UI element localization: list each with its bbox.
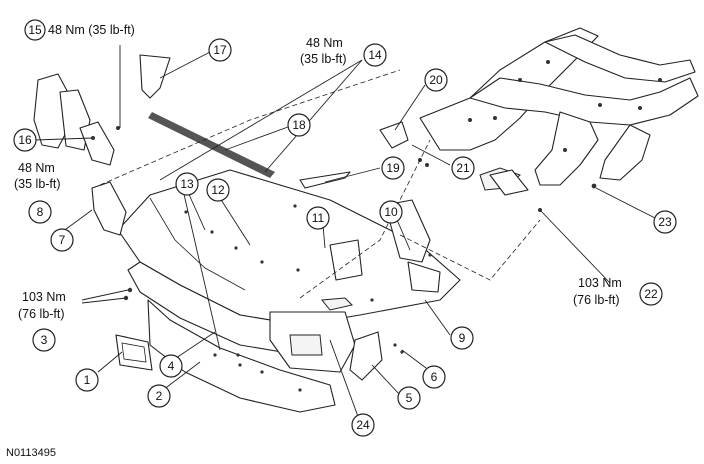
svg-text:14: 14: [368, 48, 382, 62]
callout-23: 23: [653, 210, 677, 234]
figure-code: N0113495: [6, 447, 56, 459]
svg-text:20: 20: [429, 73, 443, 87]
svg-text:16: 16: [18, 133, 32, 147]
torque-spec-22-line2: (76 lb-ft): [573, 293, 620, 307]
torque-spec-14-line2: (35 lb-ft): [300, 52, 347, 66]
svg-text:22: 22: [644, 287, 658, 301]
svg-text:6: 6: [431, 370, 438, 384]
callout-24: 24: [351, 413, 375, 437]
svg-text:12: 12: [211, 183, 225, 197]
callout-15: 15: [24, 19, 46, 41]
callout-7: 7: [50, 228, 74, 252]
callout-12: 12: [206, 178, 230, 202]
callout-16: 16: [13, 128, 37, 152]
svg-text:1: 1: [84, 373, 91, 387]
callout-13: 13: [175, 172, 199, 196]
callout-4: 4: [159, 354, 183, 378]
vehicle-frame: [419, 27, 699, 191]
svg-text:10: 10: [384, 205, 398, 219]
callout-6: 6: [422, 365, 446, 389]
svg-text:18: 18: [292, 118, 306, 132]
svg-text:21: 21: [456, 161, 470, 175]
callout-19: 19: [381, 156, 405, 180]
torque-spec-3-line1: 103 Nm: [22, 290, 66, 304]
torque-spec-22-line1: 103 Nm: [578, 276, 622, 290]
callout-17: 17: [208, 38, 232, 62]
callout-10: 10: [379, 200, 403, 224]
svg-text:23: 23: [658, 215, 672, 229]
callout-14: 14: [363, 43, 387, 67]
svg-text:9: 9: [459, 331, 466, 345]
svg-text:19: 19: [386, 161, 400, 175]
svg-text:11: 11: [312, 211, 325, 225]
callout-20: 20: [424, 68, 448, 92]
svg-text:7: 7: [59, 233, 66, 247]
alignment-lines: [99, 69, 541, 299]
leader-lines: [34, 45, 656, 423]
side-brackets-left: [33, 73, 127, 236]
license-plate-bracket: [115, 334, 153, 371]
fasteners: [91, 126, 597, 367]
callout-21: 21: [451, 156, 475, 180]
torque-spec-8-line1: 48 Nm: [18, 161, 55, 175]
torque-spec-3-line2: (76 lb-ft): [18, 307, 65, 321]
callout-8: 8: [28, 200, 52, 224]
callout-1: 1: [75, 368, 99, 392]
callout-5: 5: [397, 386, 421, 410]
svg-text:4: 4: [168, 359, 175, 373]
svg-text:2: 2: [156, 389, 163, 403]
svg-text:3: 3: [41, 333, 48, 347]
callout-9: 9: [450, 326, 474, 350]
svg-text:5: 5: [406, 391, 413, 405]
svg-text:8: 8: [37, 205, 44, 219]
torque-spec-14-line1: 48 Nm: [306, 36, 343, 50]
callout-22: 22: [639, 282, 663, 306]
callout-11: 11: [306, 206, 330, 230]
callout-3: 3: [32, 328, 56, 352]
bumper-beam: [117, 169, 461, 373]
svg-text:15: 15: [28, 23, 42, 37]
callout-2: 2: [147, 384, 171, 408]
torque-spec-15: 48 Nm (35 lb-ft): [48, 23, 135, 37]
svg-text:17: 17: [213, 43, 227, 57]
torque-spec-8-line2: (35 lb-ft): [14, 177, 61, 191]
grille-upper-strip: [139, 54, 275, 178]
svg-text:24: 24: [356, 418, 370, 432]
callout-18: 18: [287, 113, 311, 137]
svg-text:13: 13: [180, 177, 194, 191]
